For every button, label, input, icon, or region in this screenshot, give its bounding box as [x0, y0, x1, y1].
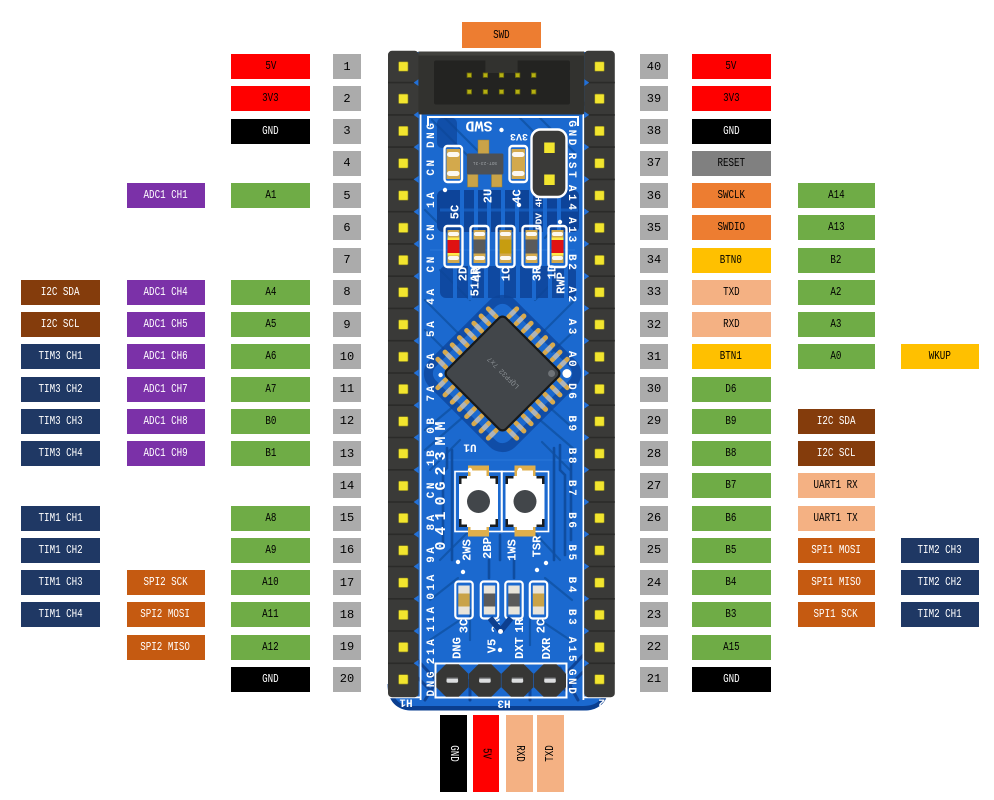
svg-text:11A: 11A	[426, 604, 438, 632]
svg-text:7A: 7A	[426, 383, 438, 401]
svg-text:B7: B7	[565, 480, 577, 498]
svg-text:U1: U1	[463, 440, 477, 452]
svg-text:2D: 2D	[457, 267, 471, 281]
svg-text:V5: V5	[486, 639, 500, 653]
svg-text:DNG: DNG	[426, 669, 438, 697]
svg-text:2U: 2U	[482, 189, 496, 203]
svg-text:3R: 3R	[531, 266, 545, 281]
svg-text:CN: CN	[426, 222, 438, 240]
svg-text:4A: 4A	[426, 286, 438, 304]
svg-text:2WS: 2WS	[461, 539, 475, 561]
svg-text:9A: 9A	[426, 544, 438, 562]
svg-text:A14: A14	[565, 185, 577, 213]
svg-text:1WS: 1WS	[506, 539, 520, 561]
svg-text:2C: 2C	[535, 619, 549, 633]
svg-text:1C: 1C	[500, 267, 514, 281]
svg-text:A2: A2	[565, 286, 577, 304]
svg-text:5C: 5C	[449, 205, 463, 219]
svg-text:B6: B6	[565, 512, 577, 530]
svg-text:A13: A13	[565, 217, 577, 245]
svg-text:4C: 4C	[511, 189, 525, 203]
svg-text:H1: H1	[399, 695, 413, 707]
svg-text:B2: B2	[565, 254, 577, 272]
svg-text:1R: 1R	[513, 618, 527, 633]
svg-text:DXT: DXT	[513, 637, 527, 659]
svg-text:4R: 4R	[471, 266, 485, 281]
svg-text:1A: 1A	[426, 190, 438, 208]
svg-text:A0: A0	[565, 351, 577, 369]
svg-text:8A: 8A	[426, 512, 438, 530]
svg-text:1B: 1B	[426, 448, 438, 466]
svg-text:DNG: DNG	[451, 637, 465, 659]
svg-text:B9: B9	[565, 415, 577, 433]
svg-text:3C: 3C	[458, 619, 472, 633]
svg-text:1D: 1D	[546, 265, 560, 279]
svg-text:SWD: SWD	[465, 117, 492, 134]
svg-text:3V3: 3V3	[510, 130, 528, 141]
svg-text:DNG: DNG	[426, 120, 438, 148]
svg-text:CN: CN	[426, 157, 438, 175]
svg-text:A3: A3	[565, 319, 577, 337]
svg-text:B3: B3	[565, 609, 577, 627]
svg-text:TSR: TSR	[531, 535, 545, 557]
svg-text:5A: 5A	[426, 319, 438, 337]
svg-text:51AP: 51AP	[469, 268, 483, 297]
svg-text:21A: 21A	[426, 637, 438, 665]
svg-text:RWP: RWP	[555, 272, 569, 294]
svg-text:RST: RST	[565, 153, 577, 181]
svg-text:0B: 0B	[426, 415, 438, 433]
svg-text:GND: GND	[565, 669, 577, 697]
svg-text:D6: D6	[565, 383, 577, 401]
svg-text:6A: 6A	[426, 351, 438, 369]
svg-text:CN: CN	[426, 254, 438, 272]
svg-text:DDV 4H: DDV 4H	[534, 196, 545, 231]
svg-text:DXR: DXR	[540, 637, 554, 659]
svg-text:0410G23MM: 0410G23MM	[433, 415, 450, 550]
svg-text:01A: 01A	[426, 572, 438, 600]
svg-text:B4: B4	[565, 577, 577, 595]
svg-text:A15: A15	[565, 637, 577, 665]
svg-text:SOT-23-3L: SOT-23-3L	[473, 160, 498, 166]
svg-text:B5: B5	[565, 544, 577, 562]
svg-text:H2: H2	[598, 695, 611, 707]
svg-text:GND: GND	[565, 120, 577, 148]
svg-text:B8: B8	[565, 448, 577, 466]
svg-text:CN: CN	[426, 480, 438, 498]
svg-text:2BP: 2BP	[481, 537, 495, 559]
svg-text:H3: H3	[497, 696, 511, 708]
